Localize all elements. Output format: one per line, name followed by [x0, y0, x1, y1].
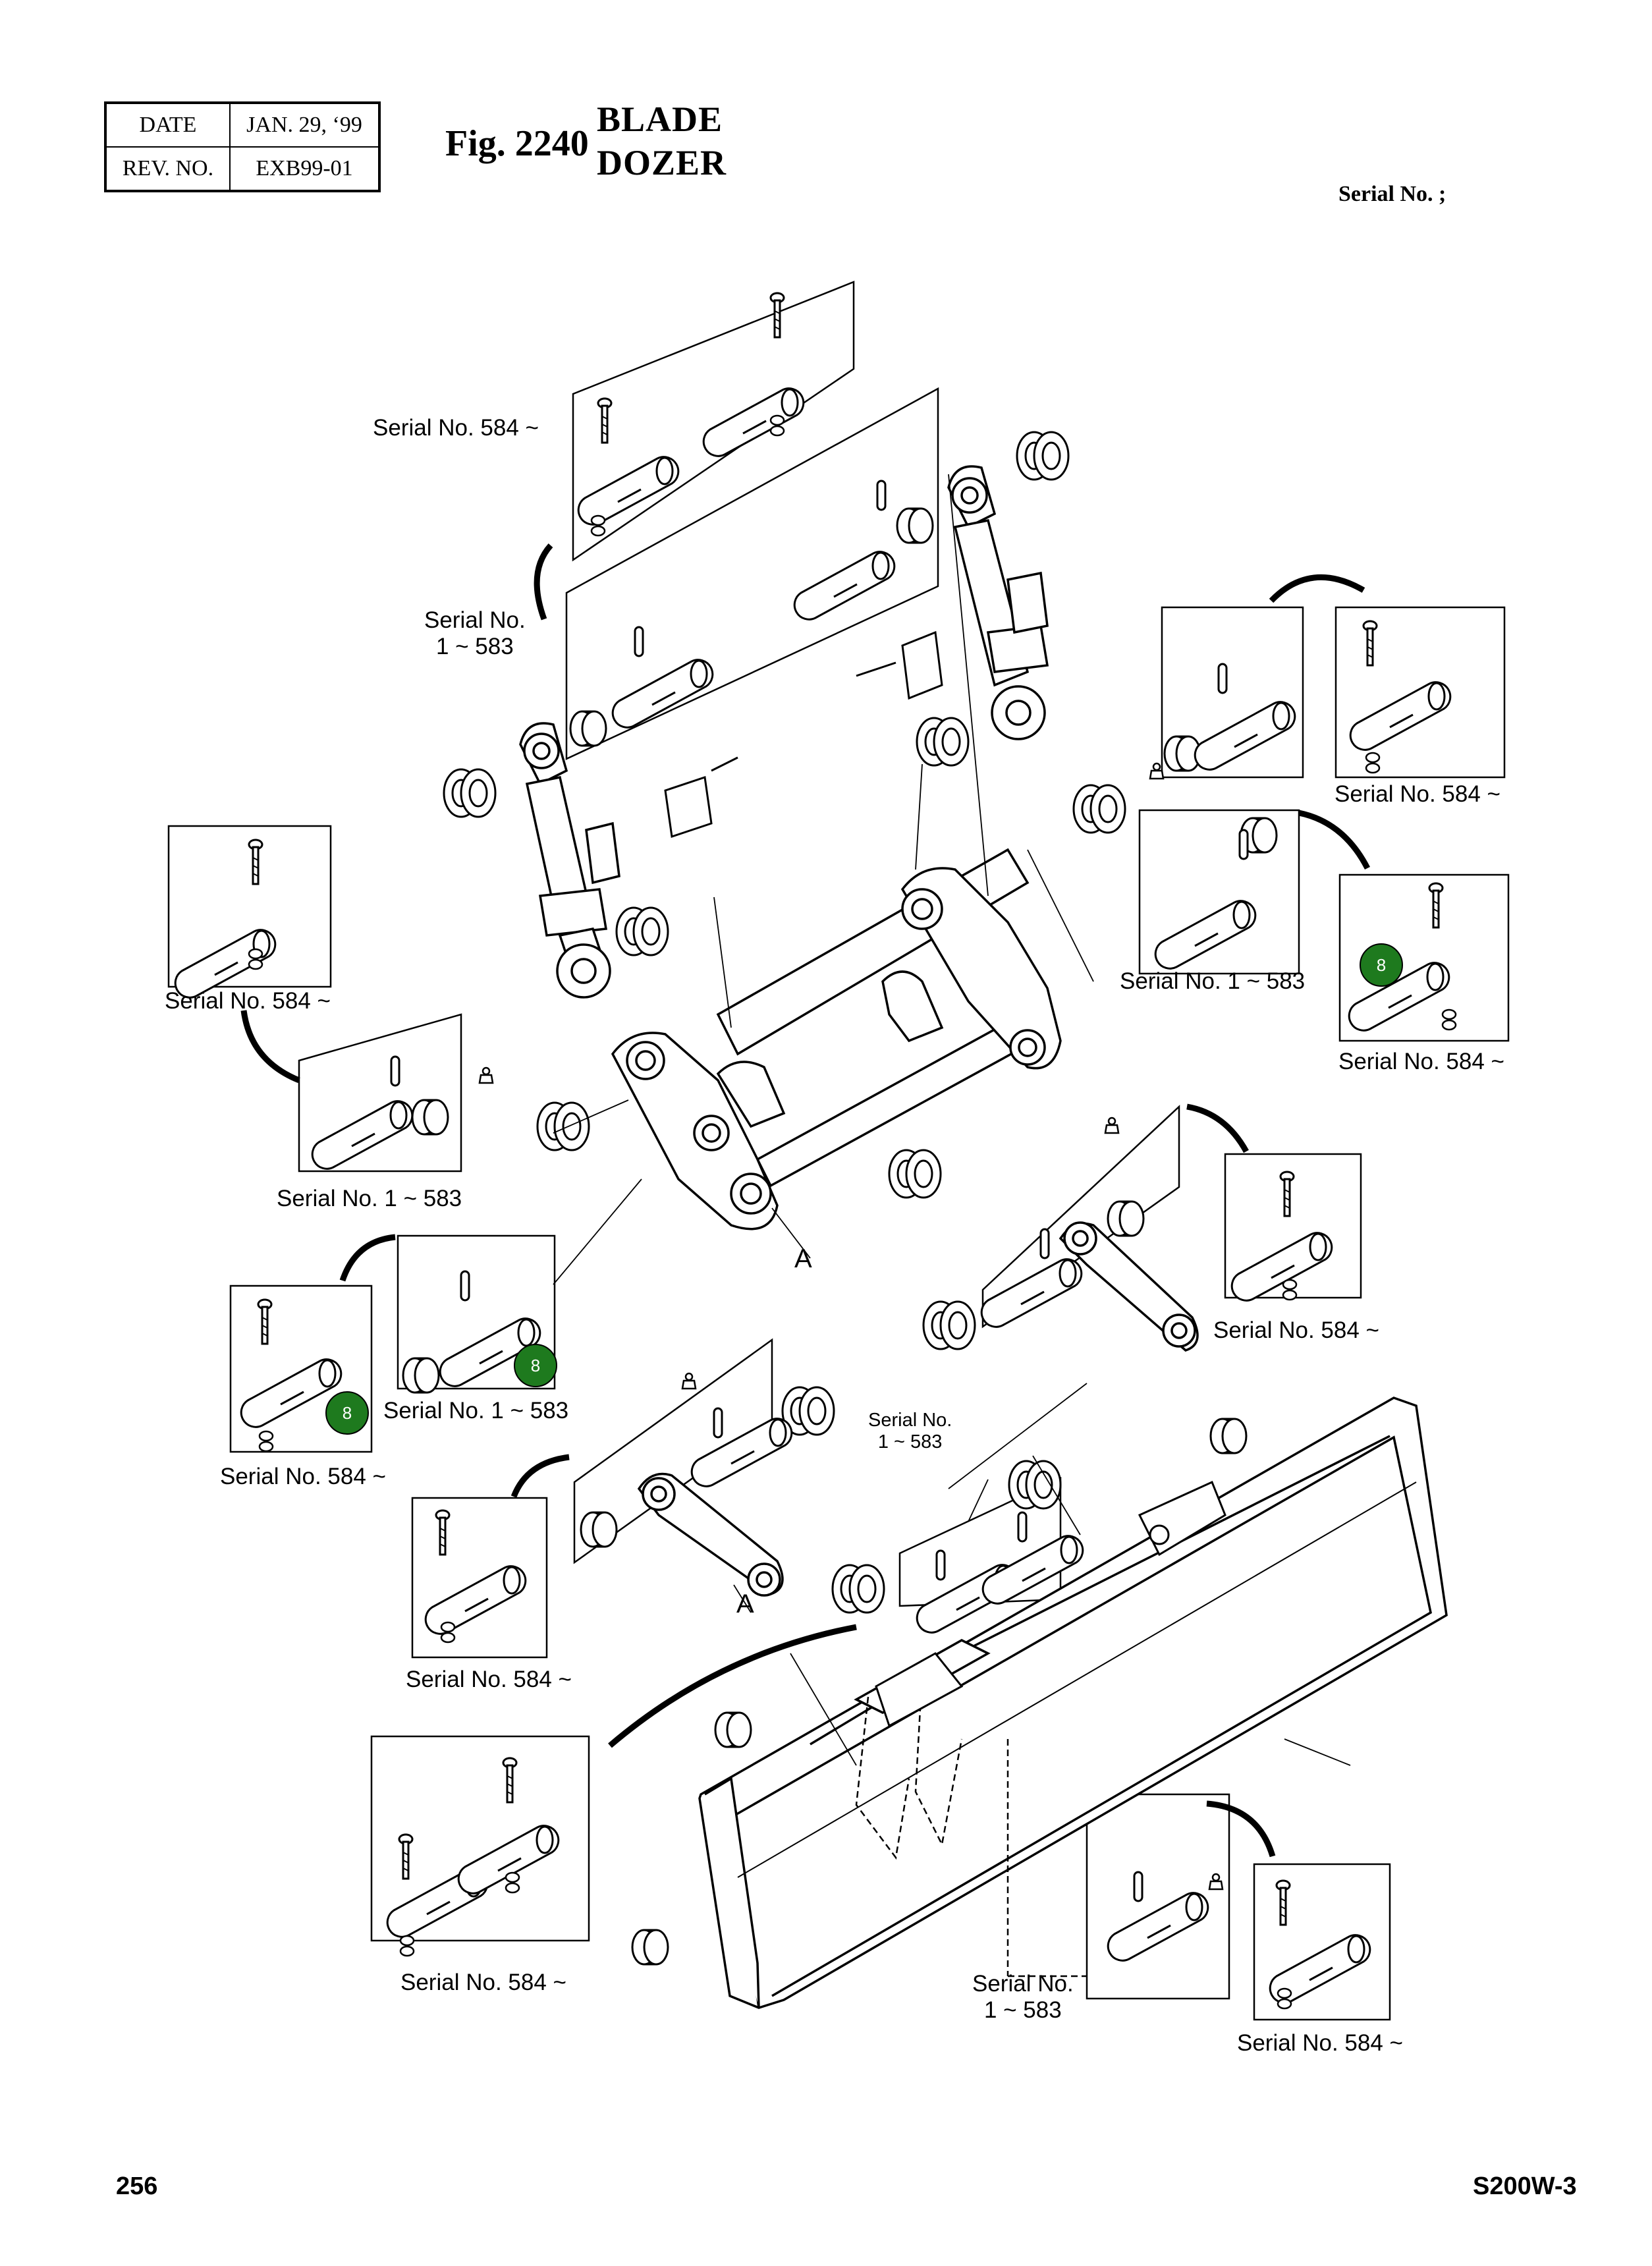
figure-number: Fig. 2240 [445, 123, 589, 164]
serial-label: Serial No. 1 ~ 583 [277, 1186, 462, 1211]
figure-title-line2: DOZER [597, 143, 727, 182]
serial-label: Serial No. 584 ~ [400, 1970, 566, 1995]
serial-label: Serial No. 584 ~ [373, 415, 539, 441]
serial-label: Serial No. 1 ~ 583 [868, 1410, 952, 1453]
leader-lines [553, 474, 1351, 1766]
hydraulic-cylinder-left [519, 722, 620, 999]
date-value: JAN. 29, ‘99 [229, 102, 380, 148]
hydraulic-cylinder-right [947, 465, 1049, 740]
serial-label: Serial No. 584 ~ [1335, 781, 1501, 807]
model-code: S200W-3 [1473, 2172, 1577, 2200]
reference-letter: A [736, 1589, 754, 1618]
serial-label: Serial No. 584 ~ [165, 988, 331, 1014]
serial-label: Serial No. 1 ~ 583 [383, 1398, 569, 1423]
serial-label: Serial No. 584 ~ [406, 1667, 572, 1692]
reference-letter: A [794, 1244, 812, 1273]
callout-8-right: 8 [1360, 943, 1403, 987]
date-label: DATE [105, 102, 231, 148]
serial-label: Serial No. 1 ~ 583 [424, 607, 526, 660]
callout-8-left: 8 [325, 1391, 369, 1435]
detail-arrow [240, 543, 1371, 1858]
dozer-frame [611, 848, 1062, 1230]
rev-value: EXB99-01 [229, 146, 380, 192]
link-arm [637, 1221, 1199, 1597]
page-number: 256 [116, 2172, 158, 2200]
serial-label: Serial No. 584 ~ [1237, 2030, 1403, 2056]
revision-table: DATE JAN. 29, ‘99 REV. NO. EXB99-01 [104, 101, 381, 192]
valve-block [664, 630, 943, 838]
serial-label: Serial No. 584 ~ [220, 1464, 386, 1489]
dozer-blade [698, 1396, 1448, 2009]
blade-mount [875, 1480, 1226, 1728]
blade-brackets [855, 1672, 1087, 1977]
serial-label: Serial No. 1 ~ 583 [972, 1971, 1074, 2024]
rev-label: REV. NO. [105, 146, 231, 192]
serial-label: Serial No. 1 ~ 583 [1120, 968, 1306, 994]
serial-label: Serial No. 584 ~ [1338, 1049, 1504, 1074]
serial-label: Serial No. 584 ~ [1213, 1317, 1379, 1343]
serial-header: Serial No. ; [1338, 182, 1446, 206]
callout-8-mid: 8 [514, 1344, 557, 1387]
figure-title-line1: BLADE [597, 99, 723, 139]
